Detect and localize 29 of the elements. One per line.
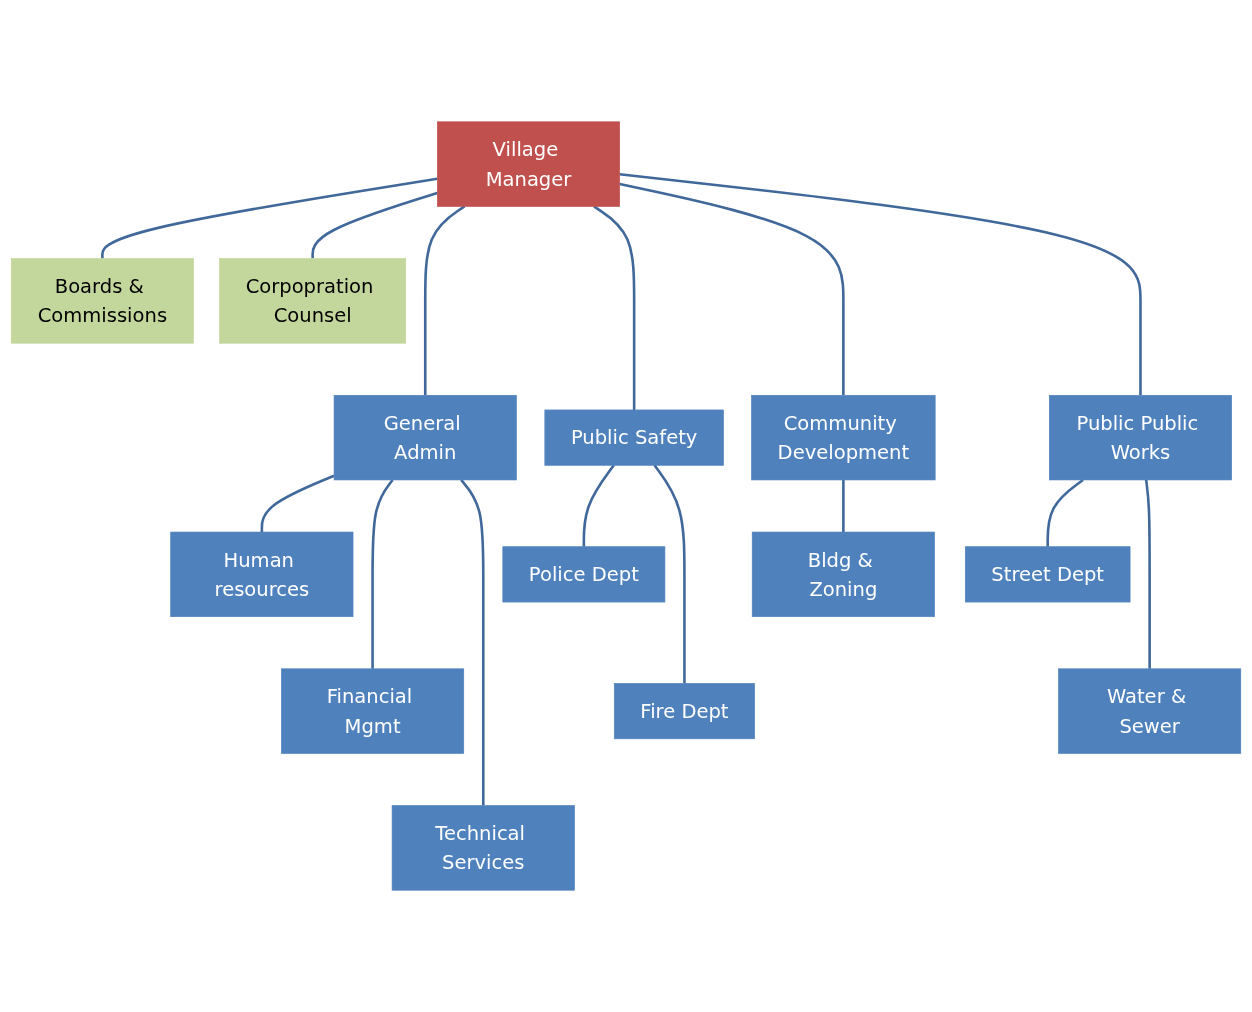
connector bbox=[1144, 479, 1151, 669]
node-box: General Admin bbox=[333, 394, 517, 481]
connector bbox=[423, 205, 466, 396]
node-box: Public Safety bbox=[544, 409, 724, 466]
node-box: Community Development bbox=[751, 394, 936, 481]
connector bbox=[842, 479, 845, 533]
node-box: Police Dept bbox=[502, 546, 666, 603]
connector bbox=[311, 191, 438, 259]
connector bbox=[593, 205, 636, 410]
connector bbox=[101, 177, 438, 259]
connector bbox=[260, 474, 335, 533]
connector bbox=[582, 464, 615, 547]
node-box: Street Dept bbox=[964, 546, 1131, 603]
node-box: Financial Mgmt bbox=[281, 668, 465, 754]
node-box: Bldg & Zoning bbox=[751, 531, 935, 618]
node-box: Human resources bbox=[170, 531, 354, 618]
connector bbox=[653, 464, 686, 684]
connector bbox=[1046, 478, 1084, 547]
connector bbox=[619, 182, 845, 396]
node-box: Public Public Works bbox=[1049, 394, 1232, 481]
node-box: Corpopration Counsel bbox=[219, 258, 407, 344]
connector bbox=[371, 479, 394, 669]
node-box: Village Manager bbox=[437, 121, 620, 207]
node-box: Technical Services bbox=[391, 805, 575, 891]
connector bbox=[460, 479, 485, 806]
node-box: Boards & Commissions bbox=[10, 258, 194, 344]
connector bbox=[619, 173, 1142, 396]
node-box: Water & Sewer bbox=[1058, 668, 1242, 754]
node-box: Fire Dept bbox=[613, 683, 755, 740]
